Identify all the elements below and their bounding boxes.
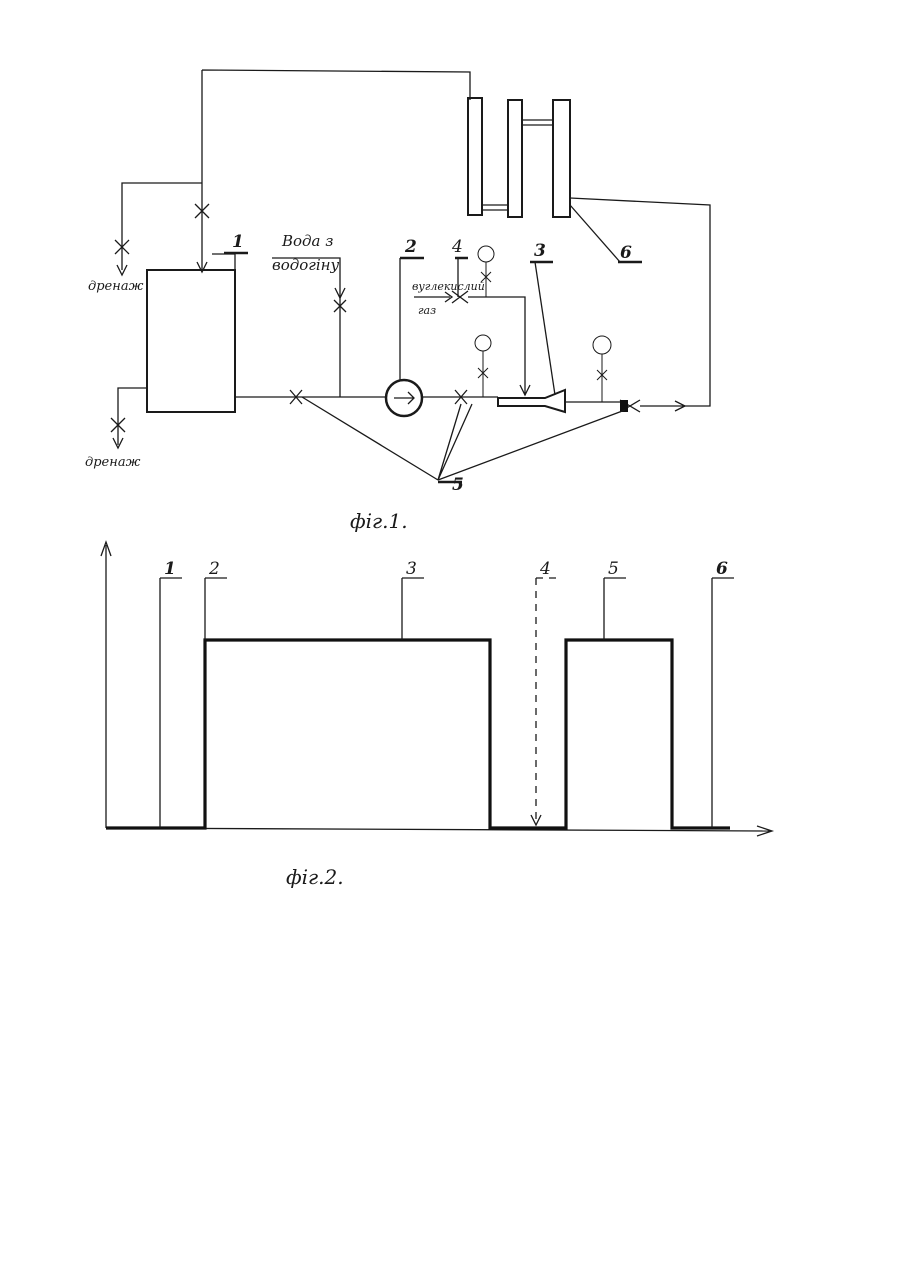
series-line xyxy=(106,640,730,828)
event-leader-1 xyxy=(160,578,182,828)
fig2-number-5: 5 xyxy=(608,559,619,579)
figure-2-caption: фіг.2. xyxy=(286,865,344,889)
event-leader-6 xyxy=(712,578,734,828)
fig2-number-2: 2 xyxy=(208,559,220,579)
fig2-number-1: 1 xyxy=(164,559,176,579)
fig2-number-6: 6 xyxy=(716,559,728,579)
event-leader-5 xyxy=(604,578,626,640)
event-leader-3 xyxy=(402,578,424,640)
fig2-number-4: 4 xyxy=(539,559,551,579)
event-labels: 1 2 3 4 5 6 xyxy=(164,559,728,579)
event-leader-2 xyxy=(205,578,227,640)
event-leaders xyxy=(160,578,734,828)
fig2-number-3: 3 xyxy=(406,559,417,579)
event-leader-4 xyxy=(536,578,558,825)
